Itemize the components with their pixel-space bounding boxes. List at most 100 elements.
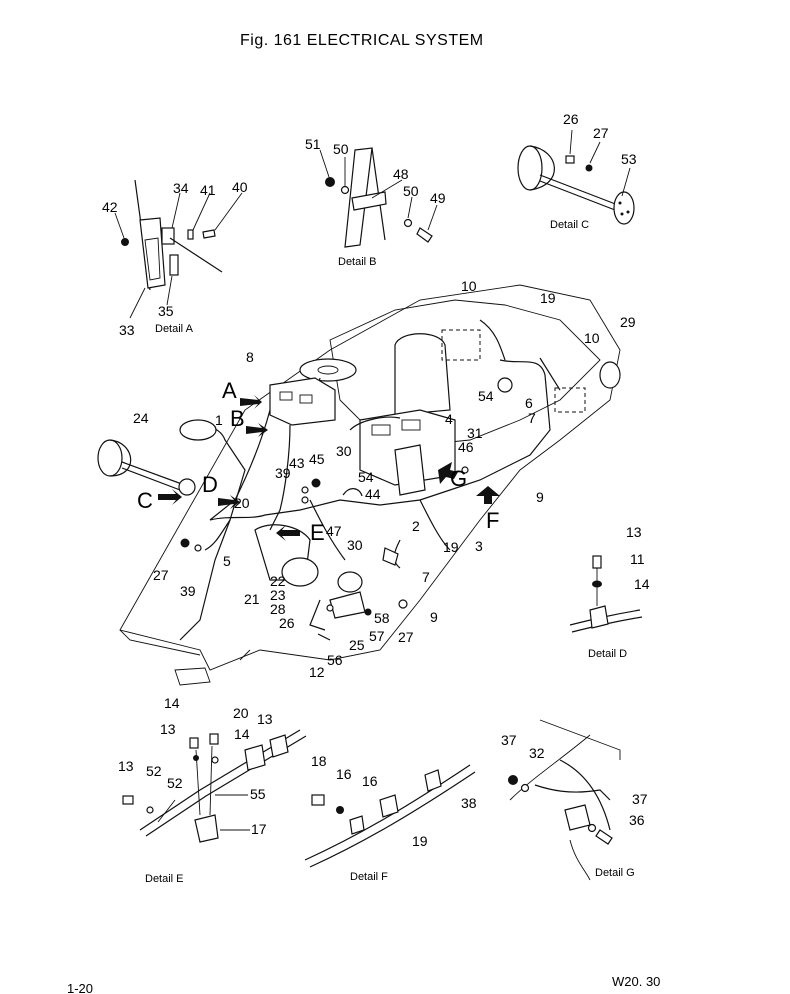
callout-20: 47 [326, 523, 342, 539]
detail-label-d: Detail D [588, 648, 627, 660]
callout-16: 16 [362, 773, 378, 789]
callout-4: 4 [445, 411, 453, 427]
callout-41: 41 [200, 182, 216, 198]
callout-30: 54 [358, 469, 374, 485]
detail-d-drawing [569, 555, 643, 633]
machine-main-assembly [97, 284, 621, 686]
callout-2: 19 [443, 539, 459, 555]
detail-label-f: Detail F [350, 871, 388, 883]
callout-44: 20 [234, 495, 250, 511]
callout-10: 10 [461, 278, 477, 294]
callout-35: 35 [158, 303, 174, 319]
callout-17: 18 [311, 753, 327, 769]
model-code: W20. 30 [612, 974, 660, 989]
detail-g-drawing [508, 719, 621, 881]
callout-18: 16 [336, 766, 352, 782]
callout-43: 39 [275, 465, 291, 481]
view-letter-e: E [310, 520, 325, 545]
callout-21: 22 [270, 573, 286, 589]
callout-14c: 13 [118, 758, 134, 774]
callout-50b: 50 [403, 183, 419, 199]
view-letter-g: G [450, 466, 467, 491]
callout-3: 9 [536, 489, 544, 505]
callout-49: 49 [430, 190, 446, 206]
callout-57: 25 [349, 637, 365, 653]
detail-label-c: Detail C [550, 219, 589, 231]
callout-7b: 9 [430, 609, 438, 625]
callout-25: 56 [327, 652, 343, 668]
callout-52b: 55 [250, 786, 266, 802]
callout-33: 33 [119, 322, 135, 338]
callout-9b: 26 [279, 615, 295, 631]
figure-title: Fig. 161 ELECTRICAL SYSTEM [240, 32, 484, 49]
callout-8: 8 [246, 349, 254, 365]
callout-26b: 27 [398, 629, 414, 645]
callout-30b: 7 [422, 569, 430, 585]
detail-label-g: Detail G [595, 867, 635, 879]
detail-c-drawing [517, 129, 635, 225]
detail-label-a: Detail A [155, 323, 194, 335]
callout-55: 17 [251, 821, 267, 837]
callout-54b: 44 [365, 486, 381, 502]
callout-27c: 58 [374, 610, 390, 626]
callout-38: 37 [501, 732, 517, 748]
view-letter-c: C [137, 488, 153, 513]
callout-6: 6 [525, 395, 533, 411]
callout-52: 52 [167, 775, 183, 791]
callout-19b: 3 [475, 538, 483, 554]
view-letter-d: D [202, 472, 218, 497]
callout-39b: 30 [347, 537, 363, 553]
callout-34: 34 [173, 180, 189, 196]
callout-31: 31 [467, 425, 483, 441]
callout-51: 51 [305, 136, 321, 152]
callout-53: 53 [621, 151, 637, 167]
callout-50: 50 [333, 141, 349, 157]
callout-13b: 13 [160, 721, 176, 737]
view-letter-f: F [486, 508, 499, 533]
callout-42: 42 [102, 199, 118, 215]
callout-19c: 38 [461, 795, 477, 811]
callout-9: 5 [223, 553, 231, 569]
detail-a-drawing [114, 179, 243, 319]
callout-20b: 13 [257, 711, 273, 727]
callout-58: 57 [369, 628, 385, 644]
callout-14: 14 [164, 695, 180, 711]
callout-29: 29 [620, 314, 636, 330]
callout-47: 2 [412, 518, 420, 534]
callout-28: 27 [153, 567, 169, 583]
callout-6b: 46 [458, 439, 474, 455]
detail-label-e: Detail E [145, 873, 184, 885]
callout-13c: 14 [234, 726, 250, 742]
callout-27b: 39 [180, 583, 196, 599]
callout-14b: 20 [233, 705, 249, 721]
callout-56: 12 [309, 664, 325, 680]
view-arrows [158, 395, 500, 541]
callout-48: 48 [393, 166, 409, 182]
view-letter-b: B [230, 406, 245, 431]
callout-13: 11 [630, 551, 645, 567]
callout-13d: 52 [146, 763, 162, 779]
view-letter-a: A [222, 378, 237, 403]
detail-label-b: Detail B [338, 256, 377, 268]
callout-54: 54 [478, 388, 494, 404]
callout-5: 21 [244, 591, 260, 607]
callout-23: 28 [270, 601, 286, 617]
callout-45: 43 [289, 455, 305, 471]
callout-32: 37 [632, 791, 648, 807]
callout-12: 13 [626, 524, 642, 540]
callout-24: 24 [133, 410, 149, 426]
page-number: 1-20 [67, 981, 93, 994]
callout-37: 32 [529, 745, 545, 761]
callout-1: 1 [215, 412, 223, 428]
callout-11: 14 [634, 576, 650, 592]
callout-40: 40 [232, 179, 248, 195]
callout-26: 26 [563, 111, 579, 127]
detail-b-drawing [319, 147, 438, 248]
callout-22: 23 [270, 587, 286, 603]
callout-39: 30 [336, 443, 352, 459]
callout-27: 27 [593, 125, 609, 141]
callout-19: 19 [540, 290, 556, 306]
callout-10b: 10 [584, 330, 600, 346]
